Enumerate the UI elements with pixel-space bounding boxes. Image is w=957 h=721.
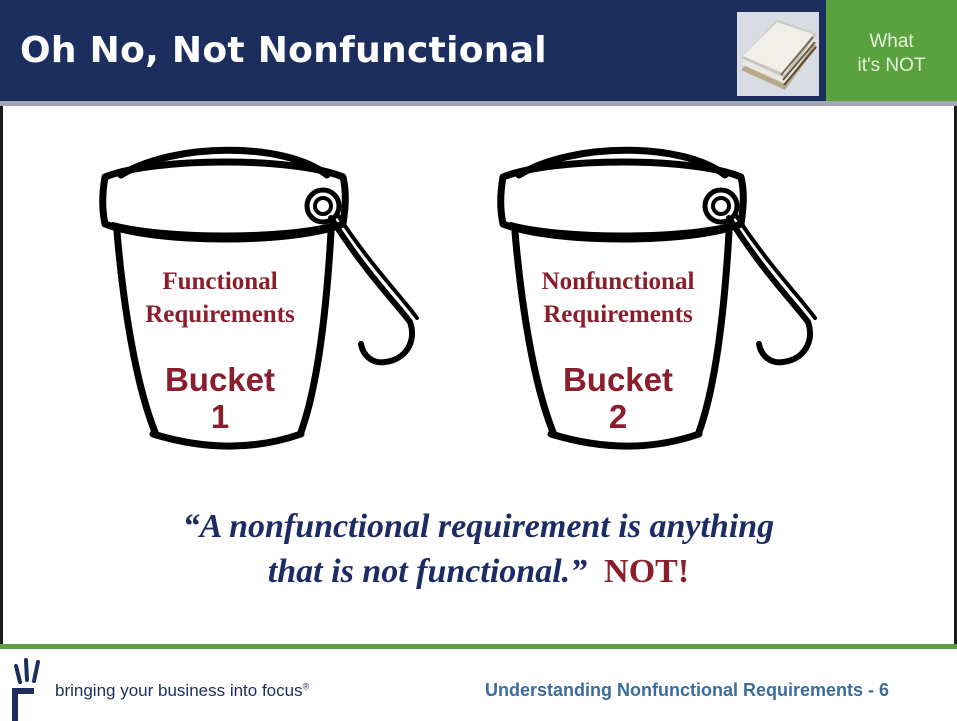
slide-border-right — [954, 106, 957, 644]
header-divider — [0, 101, 957, 106]
quote-line2: that is not functional.” NOT! — [0, 549, 957, 594]
quote-emphasis: NOT! — [604, 553, 690, 590]
footer-tagline: bringing your business into focus® — [55, 681, 309, 701]
bucket-label-line1: Functional — [162, 268, 278, 295]
bucket-label-line2: Requirements — [543, 301, 693, 328]
section-tab-line1: What — [869, 31, 914, 52]
bucket-icon — [99, 146, 419, 450]
quote: “A nonfunctional requirement is anything… — [0, 504, 957, 594]
slide-title: Oh No, Not Nonfunctional — [20, 30, 547, 71]
bucket-number: 2 — [608, 398, 628, 435]
slide-border-left — [0, 106, 3, 644]
tagline-text: bringing your business into focus — [55, 681, 303, 700]
book-image — [737, 12, 819, 96]
bucket-number: 1 — [210, 398, 230, 435]
bucket-label-line2: Requirements — [145, 301, 295, 328]
bucket-word: Bucket — [562, 361, 674, 398]
slide-header: Oh No, Not Nonfunctional What it's NOT — [0, 0, 957, 101]
bucket-label-line1: Nonfunctional — [541, 268, 695, 295]
footer-slide-title: Understanding Nonfunctional Requirements… — [485, 680, 890, 700]
bucket-word: Bucket — [164, 361, 276, 398]
section-tab-line2: it's NOT — [857, 55, 926, 76]
footer-divider — [0, 644, 957, 649]
quote-line2-text: that is not functional.” — [267, 553, 588, 590]
section-tab: What it's NOT — [826, 0, 957, 101]
logo-icon — [12, 658, 40, 721]
bucket-icon — [497, 146, 817, 450]
functional-bucket: Functional Requirements Bucket 1 — [95, 132, 435, 452]
registered-mark: ® — [302, 681, 310, 692]
quote-line1: “A nonfunctional requirement is anything — [182, 508, 775, 545]
nonfunctional-bucket: Nonfunctional Requirements Bucket 2 — [493, 132, 833, 452]
